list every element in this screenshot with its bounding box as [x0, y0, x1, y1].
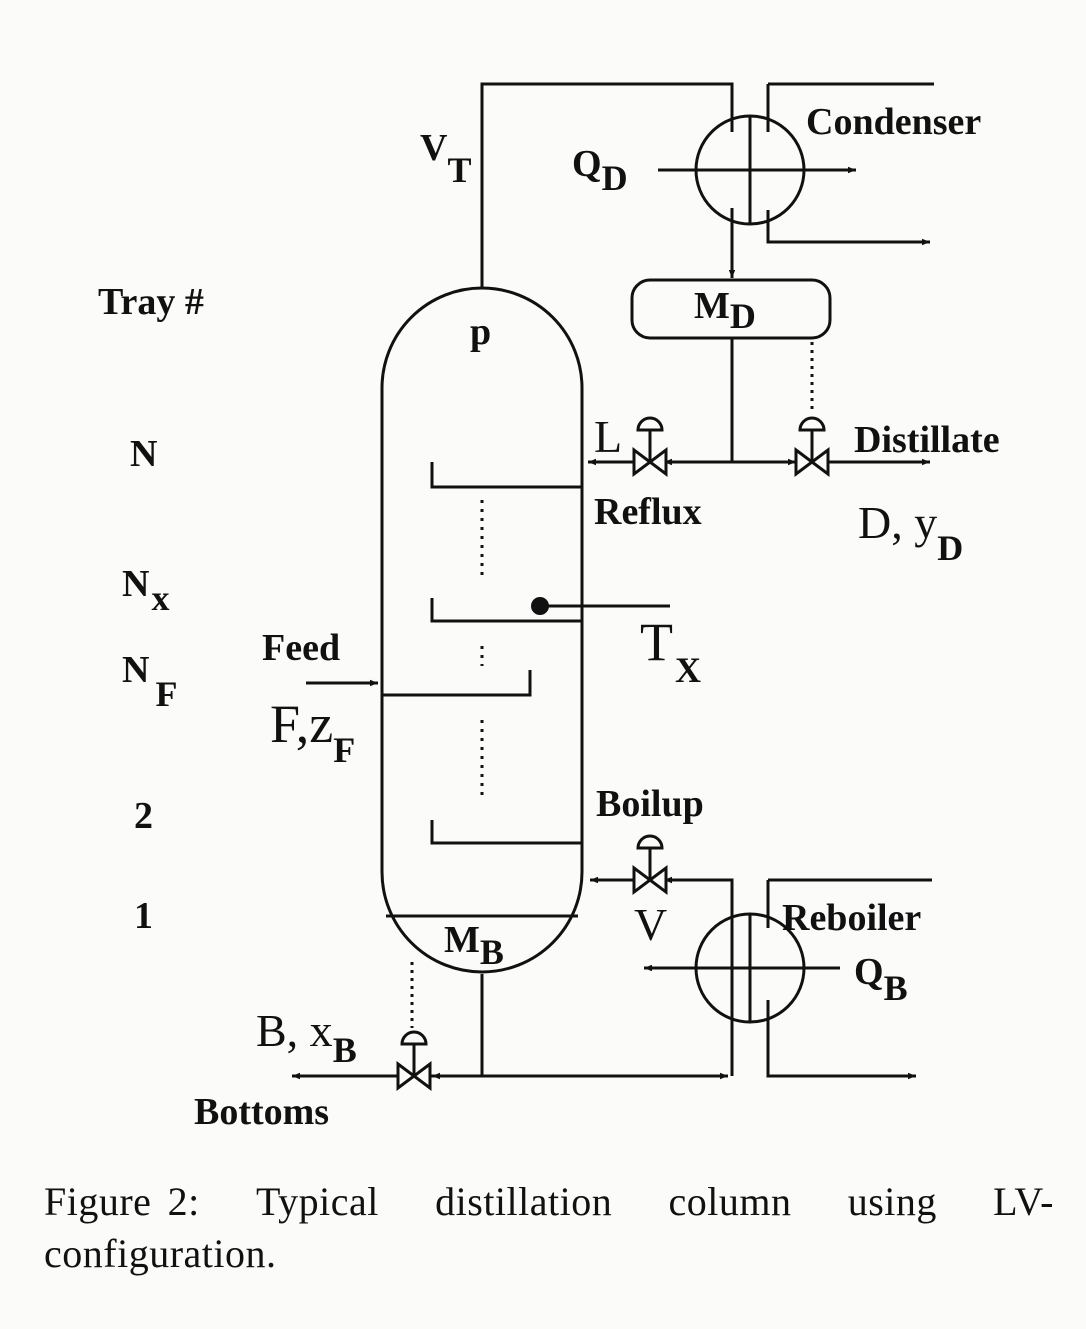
caption-word: distillation — [435, 1179, 613, 1224]
temperature-sensor-dot — [531, 597, 549, 615]
bottoms-valve-icon — [396, 1030, 432, 1091]
figure-caption: Figure 2: Typical distillation column us… — [44, 1176, 1054, 1280]
condenser-label: Condenser — [806, 101, 981, 143]
boilup-flow-label: V — [634, 899, 667, 950]
column-shell — [380, 286, 584, 974]
reboiler-label: Reboiler — [782, 897, 921, 939]
pressure-label: p — [470, 311, 491, 353]
caption-line-1: Figure 2: Typical distillation column us… — [44, 1176, 1054, 1228]
tray-nf-label: NF — [122, 649, 177, 714]
bottoms-label: Bottoms — [194, 1091, 329, 1133]
tray-header-label: Tray # — [98, 281, 204, 323]
tray-2-label: 2 — [134, 795, 153, 837]
tray-n — [430, 462, 582, 489]
condenser-outlet-line — [766, 210, 930, 246]
reboiler-duty-label: QB — [854, 951, 908, 1008]
tray-n-label: N — [130, 433, 157, 475]
boilup-valve-icon — [632, 834, 668, 895]
reflux-flow-label: L — [594, 411, 622, 462]
tray-nx-label: Nx — [122, 563, 169, 618]
distillate-valve-icon — [794, 416, 830, 477]
overhead-vapor-line — [480, 82, 734, 288]
condenser-duty-label: QD — [572, 143, 628, 198]
tray-1-label: 1 — [134, 895, 153, 937]
feed-label: Feed — [262, 627, 340, 669]
distillate-flow-label: D, yD — [858, 497, 963, 568]
caption-word: Typical — [256, 1179, 379, 1224]
boilup-label: Boilup — [596, 783, 704, 825]
caption-word: 2: — [167, 1179, 200, 1224]
feed-flow-label: F,zF — [270, 694, 355, 770]
distillate-label: Distillate — [854, 419, 1000, 461]
reboiler-outlet-line — [766, 1000, 916, 1080]
reflux-label: Reflux — [594, 491, 702, 533]
reflux-valve-icon — [632, 416, 668, 477]
caption-word: column — [668, 1179, 792, 1224]
caption-word: LV- — [993, 1179, 1054, 1224]
bottoms-flow-label: B, xB — [256, 1005, 357, 1070]
tray-nf — [382, 670, 532, 697]
bottoms-holdup-label: MB — [444, 919, 504, 972]
vapor-top-label: VT — [420, 127, 471, 190]
caption-word: Figure — [44, 1179, 152, 1224]
drum-holdup-label: MD — [694, 285, 756, 336]
tray-2 — [430, 820, 582, 845]
caption-line-2: configuration. — [44, 1231, 277, 1276]
temperature-label: TX — [640, 612, 701, 690]
caption-word: using — [847, 1179, 937, 1224]
tray-nx — [430, 598, 582, 623]
